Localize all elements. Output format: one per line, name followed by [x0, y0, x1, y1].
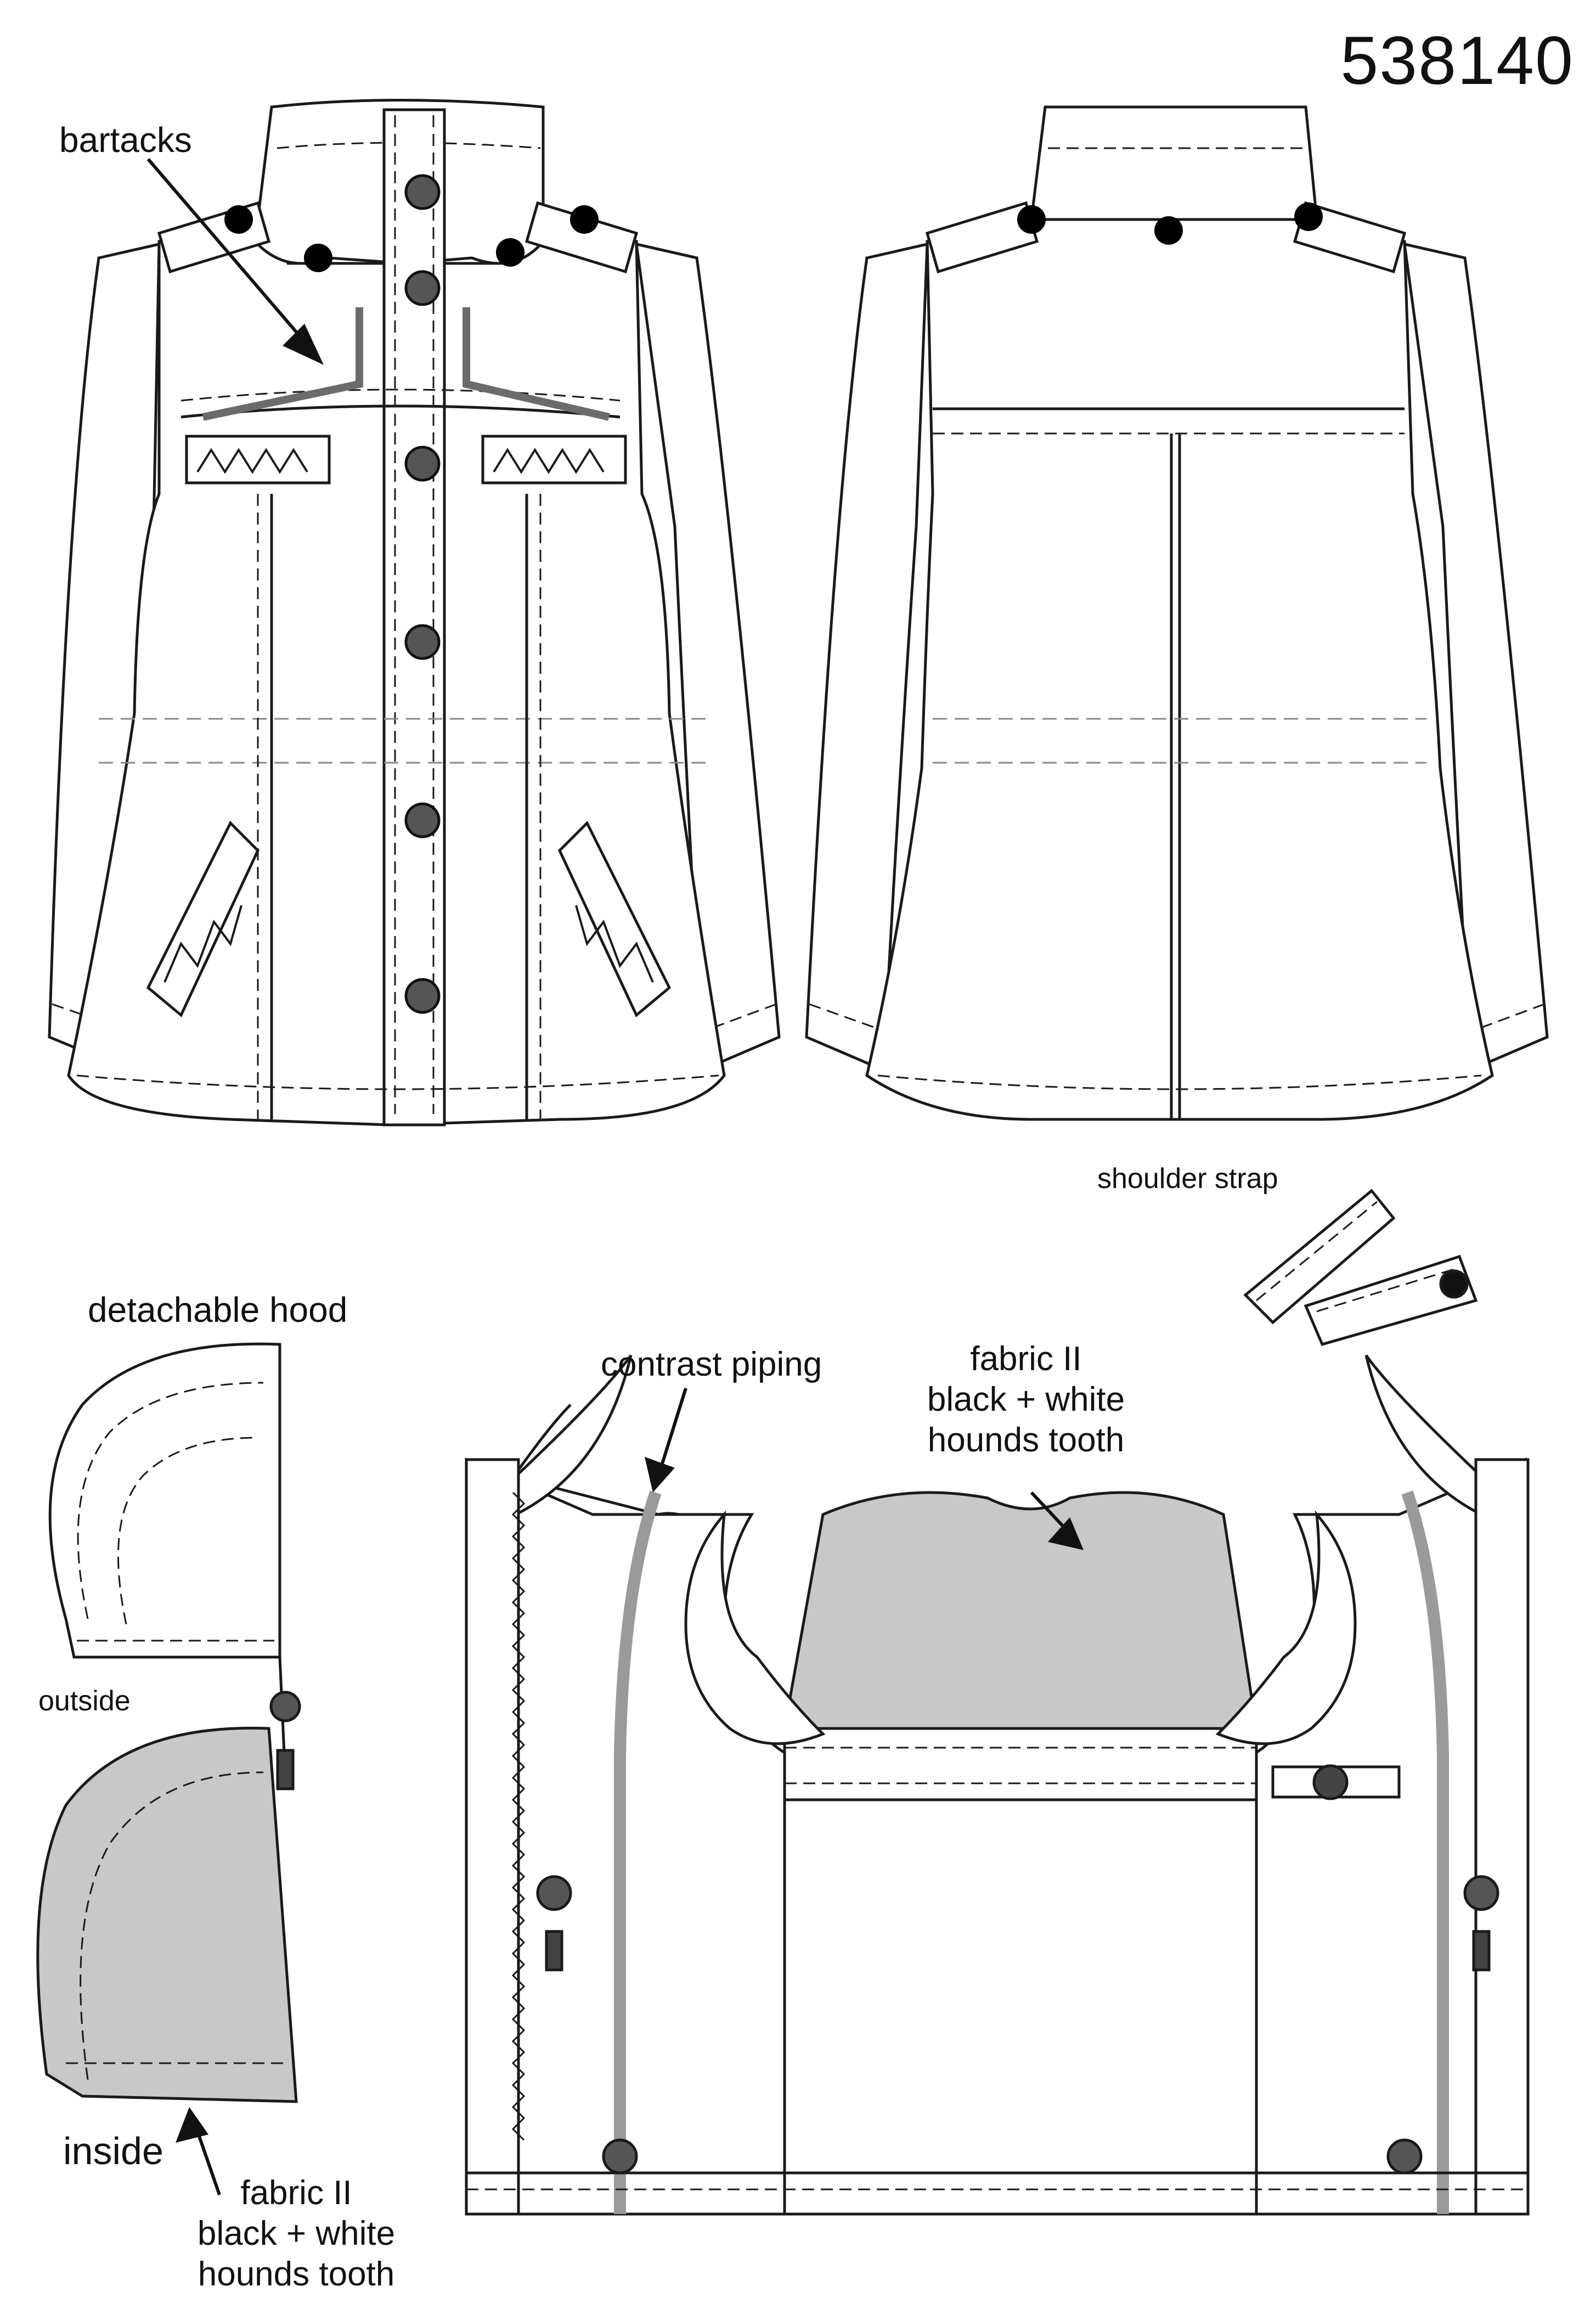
- front-view: [48, 99, 781, 1127]
- shoulder-strap-label: shoulder strap: [1097, 1163, 1278, 1195]
- bartacks-label: bartacks: [59, 120, 192, 160]
- bartacks-arrow: [146, 158, 314, 352]
- center-fabric-line-1: fabric II: [970, 1340, 1082, 1378]
- shoulder-strap-detail: [1243, 1189, 1478, 1347]
- contrast-piping-label: contrast piping: [601, 1345, 822, 1383]
- hood-fabric-line-1: fabric II: [240, 2174, 352, 2212]
- hood-outside-label: outside: [38, 1685, 131, 1717]
- hood-fabric-label: fabric II black + white hounds tooth: [181, 2173, 411, 2295]
- hood-fabric-line-3: hounds tooth: [198, 2255, 395, 2293]
- hood-inside: [36, 1726, 298, 2103]
- contrast-piping-arrow: [657, 1388, 687, 1477]
- lining-view: [465, 1354, 1530, 2216]
- hood-fabric-line-2: black + white: [197, 2215, 396, 2252]
- center-fabric-line-3: hounds tooth: [927, 1421, 1125, 1459]
- center-fabric-line-2: black + white: [927, 1381, 1125, 1418]
- style-number: 538140: [1340, 23, 1574, 99]
- hood-inside-label: inside: [63, 2130, 163, 2172]
- detachable-hood-label: detachable hood: [88, 1290, 348, 1330]
- hood-outside: [48, 1342, 301, 1790]
- back-view: [805, 105, 1549, 1121]
- center-fabric-label: fabric II black + white hounds tooth: [911, 1339, 1141, 1461]
